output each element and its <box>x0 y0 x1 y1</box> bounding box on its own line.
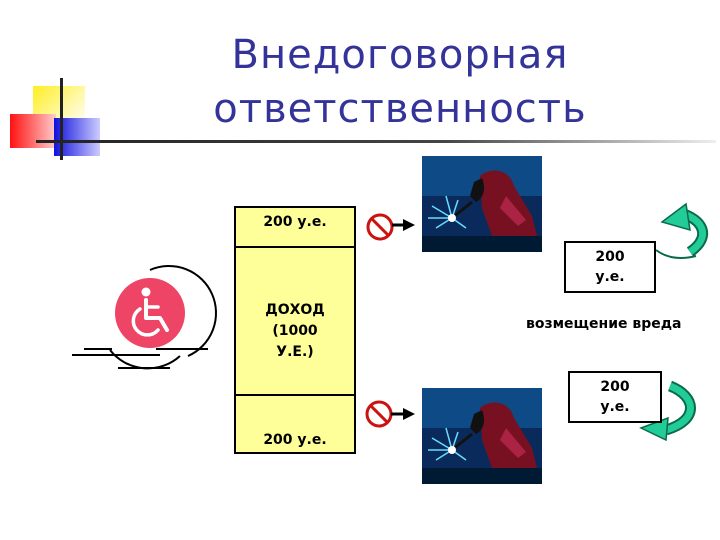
income-top-amount: 200 у.е. <box>263 214 327 230</box>
income-box: 200 у.е. ДОХОД (1000 У.Е.) 200 у.е. <box>234 206 356 454</box>
income-unit: У.Е.) <box>276 344 314 360</box>
title-underline <box>36 140 716 143</box>
payment-amount: 200 <box>600 379 630 395</box>
payment-box: 200 у.е. <box>564 241 656 293</box>
payment-amount: 200 <box>595 249 625 265</box>
no-entry-icon <box>366 213 415 241</box>
income-label: ДОХОД <box>265 302 325 318</box>
wheelchair-icon <box>72 265 217 370</box>
title-line-1: Внедоговорная <box>231 32 569 78</box>
welder-icon <box>422 388 542 484</box>
no-entry-icon <box>365 400 415 428</box>
slide-title: Внедоговорная ответственность <box>160 28 640 136</box>
payment-unit: у.е. <box>600 399 630 415</box>
divider <box>236 394 354 396</box>
welder-icon <box>422 156 542 252</box>
payment-box: 200 у.е. <box>568 371 662 423</box>
curved-arrow-icon <box>655 202 708 259</box>
income-amount: (1000 <box>272 323 318 339</box>
divider <box>236 246 354 248</box>
income-bottom-amount: 200 у.е. <box>263 432 327 448</box>
decor-vertical-line <box>60 78 63 160</box>
income-total: ДОХОД (1000 У.Е.) <box>236 300 354 363</box>
compensation-label: возмещение вреда <box>526 316 682 332</box>
title-line-2: ответственность <box>213 86 587 132</box>
payment-unit: у.е. <box>595 269 625 285</box>
